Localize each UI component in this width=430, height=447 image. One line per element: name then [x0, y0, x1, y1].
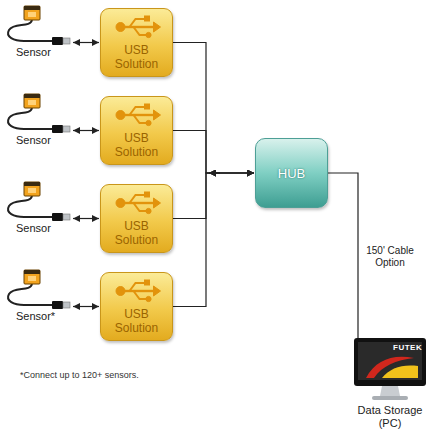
edge-label: 150' Cable Option — [360, 244, 420, 270]
connector — [173, 131, 254, 174]
box-label: HUB — [278, 166, 305, 181]
connector-line — [73, 306, 99, 307]
connector-line — [73, 42, 99, 43]
hub-box: HUB — [255, 138, 328, 208]
sensor-label: Sensor — [16, 134, 51, 146]
connector-line — [73, 218, 99, 219]
box-label: USB Solution — [109, 131, 165, 159]
box-label: USB Solution — [109, 219, 165, 247]
connector-line — [173, 131, 254, 174]
pc-station: Data Storage (PC) — [352, 338, 428, 436]
connector — [73, 130, 99, 131]
usb-solution-box: USB Solution — [100, 272, 173, 341]
connector-line — [173, 173, 254, 307]
brand-logo-text: FUTEK — [393, 343, 422, 352]
arrowhead — [209, 172, 220, 173]
connector — [73, 42, 99, 43]
connector-line — [173, 43, 254, 174]
connector — [173, 43, 254, 174]
connector-line — [73, 130, 99, 131]
arrowhead — [209, 172, 220, 173]
sensor-unit: Sensor — [4, 4, 72, 64]
connector — [173, 173, 254, 307]
footnote: *Connect up to 120+ sensors. — [20, 370, 139, 380]
sensor-unit: Sensor* — [4, 268, 72, 328]
sensor-unit: Sensor — [4, 92, 72, 152]
connector — [328, 173, 358, 338]
usb-solution-box: USB Solution — [100, 184, 173, 253]
connector — [73, 218, 99, 219]
usb-solution-box: USB Solution — [100, 96, 173, 165]
usb-solution-box: USB Solution — [100, 8, 173, 77]
sensor-unit: Sensor — [4, 180, 72, 240]
connector-line — [173, 173, 254, 219]
pc-label: Data Storage (PC) — [352, 404, 428, 430]
arrowhead — [209, 172, 220, 173]
connector — [173, 173, 254, 219]
box-label: USB Solution — [109, 307, 165, 335]
connector-line — [328, 173, 358, 338]
connector — [73, 306, 99, 307]
sensor-label: Sensor* — [16, 310, 55, 322]
sensor-label: Sensor — [16, 46, 51, 58]
box-label: USB Solution — [109, 43, 165, 71]
arrowhead — [209, 172, 220, 173]
sensor-label: Sensor — [16, 222, 51, 234]
